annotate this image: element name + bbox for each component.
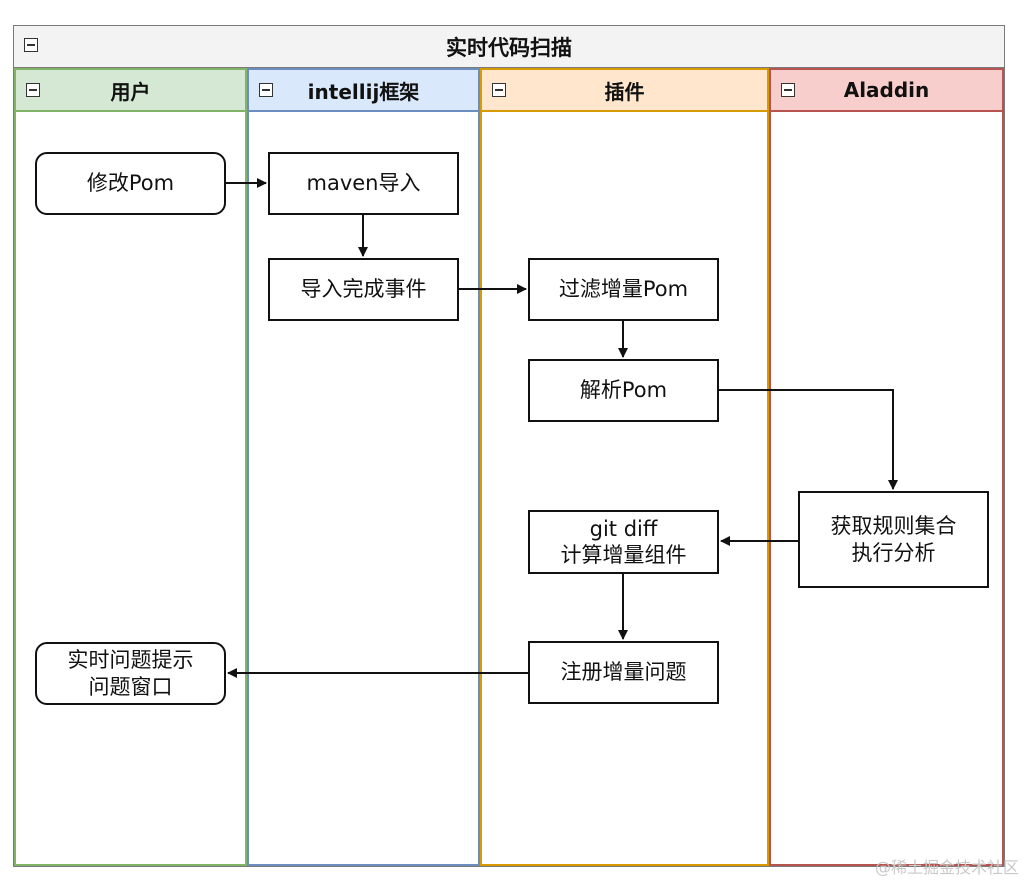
collapse-icon[interactable] xyxy=(24,38,38,52)
node-import-done-event[interactable]: 导入完成事件 xyxy=(268,258,459,321)
lane-user: 用户 xyxy=(14,68,247,866)
pool-title-bar: 实时代码扫描 xyxy=(14,26,1004,68)
node-register-issue[interactable]: 注册增量问题 xyxy=(528,641,719,704)
lane-label: 用户 xyxy=(110,79,151,104)
watermark: @稀土掘金技术社区 xyxy=(874,858,1019,877)
pool-title: 实时代码扫描 xyxy=(446,35,572,60)
lane-intellij: intellij框架 xyxy=(247,68,480,866)
lane-header-user: 用户 xyxy=(16,70,245,112)
node-filter-pom[interactable]: 过滤增量Pom xyxy=(528,258,719,321)
lane-header-plugin: 插件 xyxy=(482,70,767,112)
collapse-icon[interactable] xyxy=(492,83,506,97)
node-modify-pom[interactable]: 修改Pom xyxy=(35,152,226,215)
collapse-icon[interactable] xyxy=(781,83,795,97)
lane-header-aladdin: Aladdin xyxy=(771,70,1002,112)
node-git-diff[interactable]: git diff 计算增量组件 xyxy=(528,510,719,574)
node-maven-import[interactable]: maven导入 xyxy=(268,152,459,215)
lane-label: Aladdin xyxy=(843,78,930,102)
lane-header-intellij: intellij框架 xyxy=(249,70,478,112)
node-realtime-window[interactable]: 实时问题提示 问题窗口 xyxy=(35,642,226,705)
lane-aladdin: Aladdin xyxy=(769,68,1004,866)
node-get-rules[interactable]: 获取规则集合 执行分析 xyxy=(798,491,989,588)
collapse-icon[interactable] xyxy=(26,83,40,97)
lane-label: 插件 xyxy=(604,79,645,104)
collapse-icon[interactable] xyxy=(259,83,273,97)
node-parse-pom[interactable]: 解析Pom xyxy=(528,359,719,422)
lane-plugin: 插件 xyxy=(480,68,769,866)
lane-label: intellij框架 xyxy=(307,79,420,104)
